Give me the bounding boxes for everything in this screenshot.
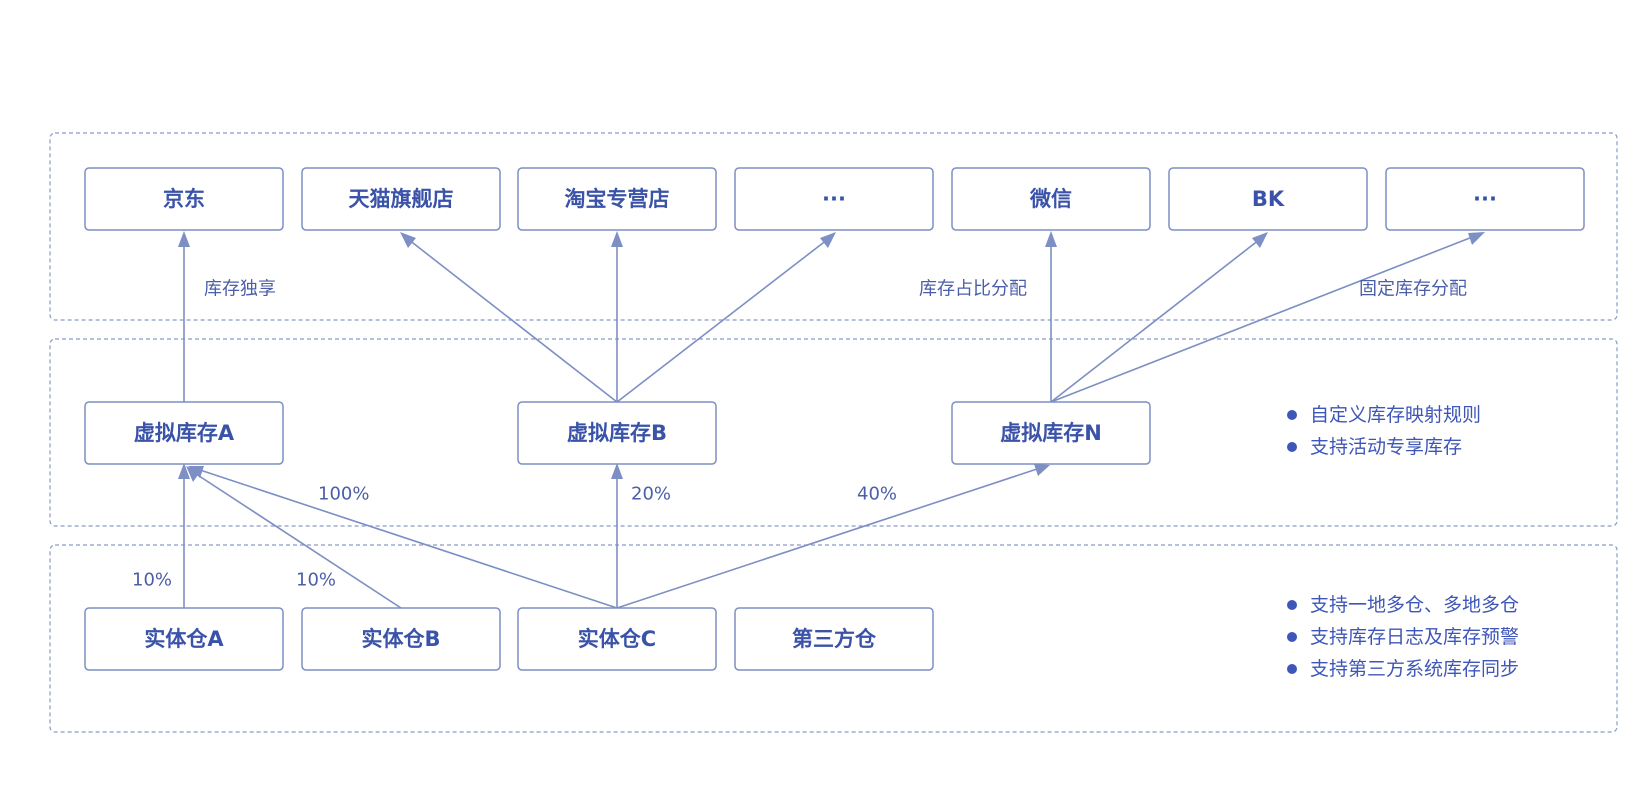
channel-node-wechat: 微信: [951, 167, 1151, 231]
arrow-head-icon: [186, 466, 200, 482]
warehouse-label: 实体仓A: [144, 627, 224, 651]
edge-wc-to-va: [193, 467, 618, 609]
bullet-icon: [1287, 410, 1297, 420]
channel-node-more-1: ···: [734, 167, 934, 231]
edge-label-c-to-vn: 40%: [857, 484, 897, 505]
arrow-head-icon: [178, 231, 190, 247]
channel-label: ···: [1473, 187, 1497, 211]
bullet-icon: [1287, 632, 1297, 642]
edge-vb-to-more-1: [616, 235, 833, 403]
bullet-icon: [1287, 664, 1297, 674]
warehouse-label: 第三方仓: [792, 627, 877, 651]
arrow-heads: [178, 231, 1485, 482]
edge-label-c-to-vb: 20%: [631, 484, 671, 505]
channel-label: 淘宝专营店: [565, 187, 670, 211]
edge-label-b-to-va: 10%: [296, 570, 336, 591]
warehouse-node-b: 实体仓B: [301, 607, 501, 671]
edge-label-ratio: 库存占比分配: [919, 279, 1027, 300]
channel-node-taobao: 淘宝专营店: [517, 167, 717, 231]
arrow-head-icon: [188, 466, 204, 478]
edge-wc-to-vn: [616, 467, 1041, 609]
virtual-inventory-label: 虚拟库存N: [1000, 421, 1102, 445]
note-item: 自定义库存映射规则: [1310, 404, 1481, 426]
edges: [183, 233, 1481, 609]
channel-node-bk: BK: [1168, 167, 1368, 231]
warehouse-node-a: 实体仓A: [84, 607, 284, 671]
arrow-head-icon: [1034, 464, 1050, 476]
arrow-head-icon: [1045, 231, 1057, 247]
virtual-tier-notes: 自定义库存映射规则 支持活动专享库存: [1287, 404, 1481, 458]
channel-node-more-2: ···: [1385, 167, 1585, 231]
warehouse-tier-frame: [49, 544, 1618, 733]
virtual-inventory-node-n: 虚拟库存N: [951, 401, 1151, 465]
warehouse-node-third-party: 第三方仓: [734, 607, 934, 671]
arrow-head-icon: [1468, 232, 1485, 245]
edge-wb-to-va: [189, 469, 402, 609]
channel-label: 微信: [1029, 187, 1072, 211]
channel-tier-frame: [49, 132, 1618, 321]
arrow-head-icon: [611, 463, 623, 479]
warehouse-node-c: 实体仓C: [517, 607, 717, 671]
edge-vn-to-bk: [1050, 235, 1265, 403]
note-item: 支持库存日志及库存预警: [1310, 626, 1519, 648]
virtual-inventory-label: 虚拟库存B: [567, 421, 667, 445]
bullet-icon: [1287, 442, 1297, 452]
arrow-head-icon: [1252, 232, 1268, 248]
arrow-head-icon: [820, 232, 836, 248]
edge-vb-to-tmall: [403, 235, 618, 403]
edge-label-a-to-va: 10%: [132, 570, 172, 591]
arrow-head-icon: [611, 231, 623, 247]
virtual-inventory-node-b: 虚拟库存B: [517, 401, 717, 465]
virtual-inventory-node-a: 虚拟库存A: [84, 401, 284, 465]
arrow-head-icon: [400, 232, 416, 248]
note-item: 支持活动专享库存: [1310, 436, 1462, 458]
virtual-inventory-label: 虚拟库存A: [134, 421, 235, 445]
edge-label-fixed: 固定库存分配: [1359, 279, 1467, 300]
bullet-icon: [1287, 600, 1297, 610]
channel-label: BK: [1252, 187, 1285, 211]
virtual-inventory-tier-frame: [49, 338, 1618, 527]
note-item: 支持一地多仓、多地多仓: [1310, 594, 1519, 616]
edge-label-exclusive: 库存独享: [204, 279, 276, 300]
warehouse-label: 实体仓B: [361, 627, 440, 651]
edge-label-c-to-va: 100%: [318, 484, 369, 505]
warehouse-tier-notes: 支持一地多仓、多地多仓 支持库存日志及库存预警 支持第三方系统库存同步: [1287, 594, 1519, 680]
channel-label: ···: [822, 187, 846, 211]
channel-node-jd: 京东: [84, 167, 284, 231]
channel-node-tmall: 天猫旗舰店: [301, 167, 501, 231]
edge-vn-to-more-2: [1050, 233, 1481, 403]
note-item: 支持第三方系统库存同步: [1310, 658, 1519, 680]
channel-label: 天猫旗舰店: [349, 187, 454, 211]
channel-label: 京东: [163, 187, 205, 211]
warehouse-label: 实体仓C: [578, 627, 656, 651]
arrow-head-icon: [178, 463, 190, 479]
